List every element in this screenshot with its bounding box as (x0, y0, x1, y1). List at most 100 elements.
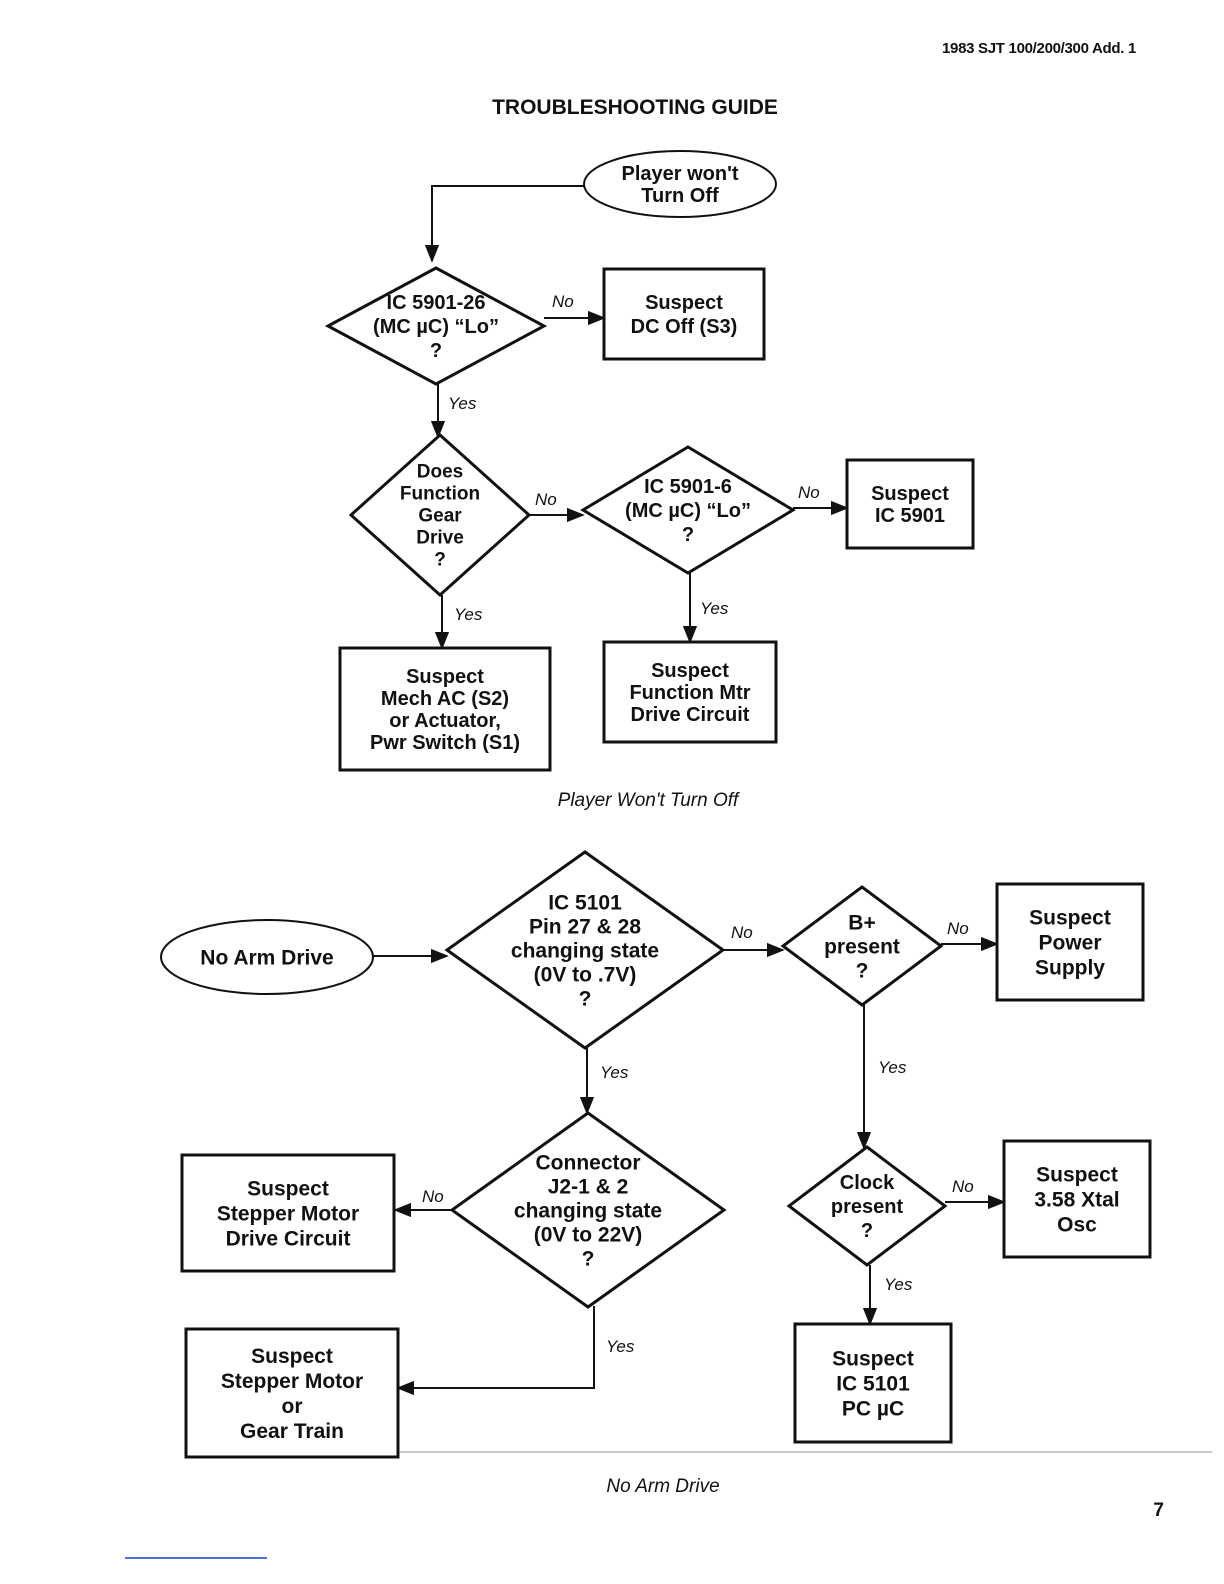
edge-label-yes: Yes (878, 1058, 907, 1077)
decision-diamond (786, 1145, 948, 1267)
node-text-line: Player won't (621, 163, 738, 185)
node-text-line: 3.58 Xtal (1034, 1188, 1119, 1211)
node-text-line: ? (579, 987, 592, 1010)
node-text-line: Drive Circuit (226, 1227, 351, 1250)
edge-label-no: No (535, 490, 557, 509)
node-text-line: ? (682, 524, 694, 546)
node-text-line: Suspect (406, 666, 484, 688)
node-text-line: J2-1 & 2 (548, 1175, 629, 1198)
node-text-line: Connector (536, 1151, 641, 1174)
node-text-line: B+ (848, 911, 875, 934)
node-text-line: IC 5101 (548, 891, 622, 914)
footnote-rule (125, 1557, 267, 1559)
node-text-line: (MC µC) “Lo” (373, 316, 499, 338)
edge-label-yes: Yes (700, 599, 729, 618)
node-text-line: Stepper Motor (221, 1370, 363, 1393)
node-text-line: Function Mtr (629, 682, 750, 704)
connector-arrow (424, 185, 584, 263)
node-text-line: present (831, 1196, 904, 1218)
page-number: 7 (1153, 1500, 1164, 1521)
edge-label-yes: Yes (884, 1275, 913, 1294)
process-box (845, 458, 975, 550)
node-text-line: ? (861, 1220, 873, 1242)
node-text-line: present (824, 935, 900, 958)
flow-node-q_ic5901_6: IC 5901-6(MC µC) “Lo”? (580, 445, 796, 575)
node-text-line: Suspect (832, 1347, 914, 1370)
flow-edge-q_clock-to-s_ic5101_pc: Yes (862, 1265, 913, 1326)
node-text-line: Clock (840, 1172, 895, 1194)
node-text-line: Suspect (651, 660, 729, 682)
node-text-line: DC Off (S3) (631, 316, 738, 338)
node-text-line: IC 5901-26 (387, 292, 486, 314)
flow-node-q_b_plus: B+present? (780, 885, 944, 1007)
node-text-line: IC 5901-6 (644, 476, 732, 498)
node-text-line: Power (1038, 931, 1101, 954)
connector-arrow (396, 1306, 595, 1396)
page-title: TROUBLESHOOTING GUIDE (492, 96, 778, 119)
flow-edge-q_connector_j2-to-s_stepper_gear: Yes (396, 1306, 635, 1396)
node-text-line: Osc (1057, 1213, 1097, 1236)
flow-edge-q_clock-to-s_xtal_osc: No (945, 1177, 1006, 1210)
node-text-line: Suspect (247, 1177, 329, 1200)
node-text-line: Pwr Switch (S1) (370, 732, 520, 754)
process-box (1002, 1139, 1152, 1259)
node-text-line: Drive (416, 528, 464, 549)
decision-diamond (444, 850, 726, 1050)
flowchart-caption: No Arm Drive (606, 1476, 719, 1497)
node-text-line: Suspect (645, 292, 723, 314)
process-box (338, 646, 552, 772)
node-text-line: Gear (418, 506, 462, 527)
node-text-line: Gear Train (240, 1420, 344, 1443)
node-text-line: Turn Off (641, 185, 719, 207)
flow-edge-q_ic5101_pins-to-q_b_plus: No (723, 923, 785, 958)
node-text-line: Does (417, 462, 463, 483)
edge-label-no: No (947, 919, 969, 938)
process-box (602, 267, 766, 361)
flow-edge-q_connector_j2-to-s_stepper_drive: No (393, 1187, 452, 1218)
node-text-line: IC 5901 (875, 505, 945, 527)
node-text-line: (0V to 22V) (534, 1223, 643, 1246)
terminal-oval (583, 150, 777, 218)
node-text-line: ? (856, 959, 869, 982)
node-text-line: changing state (514, 1199, 662, 1222)
process-box (793, 1322, 953, 1444)
flow-edge-q_function_gear-to-q_ic5901_6: No (529, 490, 585, 523)
node-text-line: (0V to .7V) (534, 963, 637, 986)
process-box (602, 640, 778, 744)
node-text-line: ? (434, 550, 446, 571)
decision-diamond (580, 445, 796, 575)
node-text-line: Function (400, 484, 480, 505)
edge-label-yes: Yes (454, 605, 483, 624)
flow-edge-start_wont_turn_off-to-q_ic5901_26 (424, 185, 584, 263)
flow-edge-q_ic5901_6-to-s_ic5901: No (793, 483, 849, 516)
flow-edge-q_ic5901_26-to-s_dc_off: No (544, 292, 606, 326)
node-text-line: changing state (511, 939, 659, 962)
flow-edge-q_b_plus-to-s_power_supply: No (941, 919, 999, 952)
flow-edge-q_ic5901_26-to-q_function_gear: Yes (430, 384, 477, 439)
node-text-line: Suspect (251, 1345, 333, 1368)
terminal-oval (160, 919, 374, 995)
flow-node-start_no_arm_drive: No Arm Drive (160, 919, 374, 995)
process-box (180, 1153, 396, 1273)
node-text-line: No Arm Drive (200, 946, 333, 969)
node-text-line: PC µC (842, 1397, 904, 1420)
node-text-line: ? (430, 340, 442, 362)
decision-diamond (449, 1111, 727, 1309)
flowchart-caption: Player Won't Turn Off (558, 790, 740, 811)
flow-edge-q_ic5101_pins-to-q_connector_j2: Yes (579, 1048, 629, 1115)
edge-label-no: No (552, 292, 574, 311)
decision-diamond (324, 266, 548, 386)
